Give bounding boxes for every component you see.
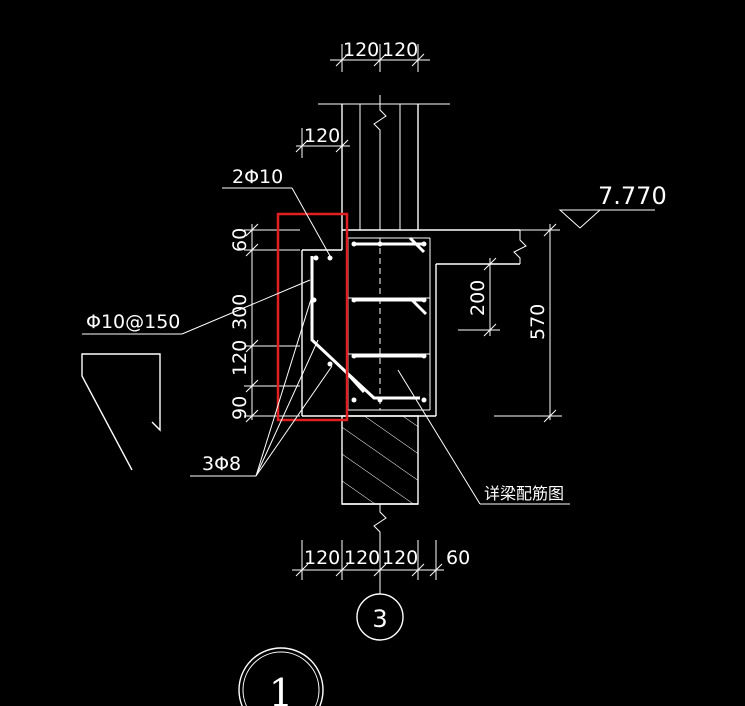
bottom-dimension: 120 120 120 60 (292, 540, 470, 580)
dim-570: 570 (494, 223, 562, 423)
top-dim-left: 120 (343, 39, 379, 61)
dim-570-text: 570 (527, 304, 549, 340)
bottom-dim-3: 120 (382, 547, 418, 569)
top-dimension: 120 120 (330, 39, 430, 72)
ledge-dimension: 120 (295, 125, 350, 158)
left-dim-90: 90 (229, 396, 251, 420)
elevation-text: 7.770 (598, 182, 667, 210)
label-bottom-bars: 3Φ8 (202, 453, 241, 475)
slab-and-elevation: 7.770 (342, 182, 667, 265)
stirrup-shape-sketch (81, 353, 161, 471)
left-dim-60: 60 (229, 228, 251, 252)
detail-note: 详梁配筋图 (397, 369, 570, 505)
label-top-bars: 2Φ10 (232, 166, 283, 188)
upper-wall (318, 95, 450, 230)
bottom-dim-1: 120 (304, 547, 340, 569)
beam-section (301, 230, 437, 417)
highlight-box (276, 212, 349, 422)
left-dim-300: 300 (229, 294, 251, 330)
bottom-dim-2: 120 (344, 547, 380, 569)
leader-bottom-bars: 3Φ8 (190, 295, 333, 477)
leader-top-bars: 2Φ10 (222, 166, 331, 257)
top-dim-right: 120 (382, 39, 418, 61)
label-stirrup: Φ10@150 (86, 311, 180, 333)
left-dimension: 60 300 120 90 (229, 223, 300, 423)
lower-wall (341, 415, 419, 540)
dim-200-text: 200 (467, 280, 489, 316)
detail-number-bubble: 1 (238, 647, 324, 706)
grid-axis-text: 3 (372, 605, 387, 633)
ledge-dim-text: 120 (304, 125, 340, 147)
left-dim-120: 120 (229, 340, 251, 376)
dim-200: 200 (458, 257, 500, 337)
detail-note-text: 详梁配筋图 (484, 484, 564, 503)
leader-stirrup: Φ10@150 (82, 279, 311, 335)
detail-number-text: 1 (269, 671, 293, 706)
bottom-dim-4: 60 (446, 547, 470, 569)
grid-axis-bubble: 3 (356, 580, 404, 641)
